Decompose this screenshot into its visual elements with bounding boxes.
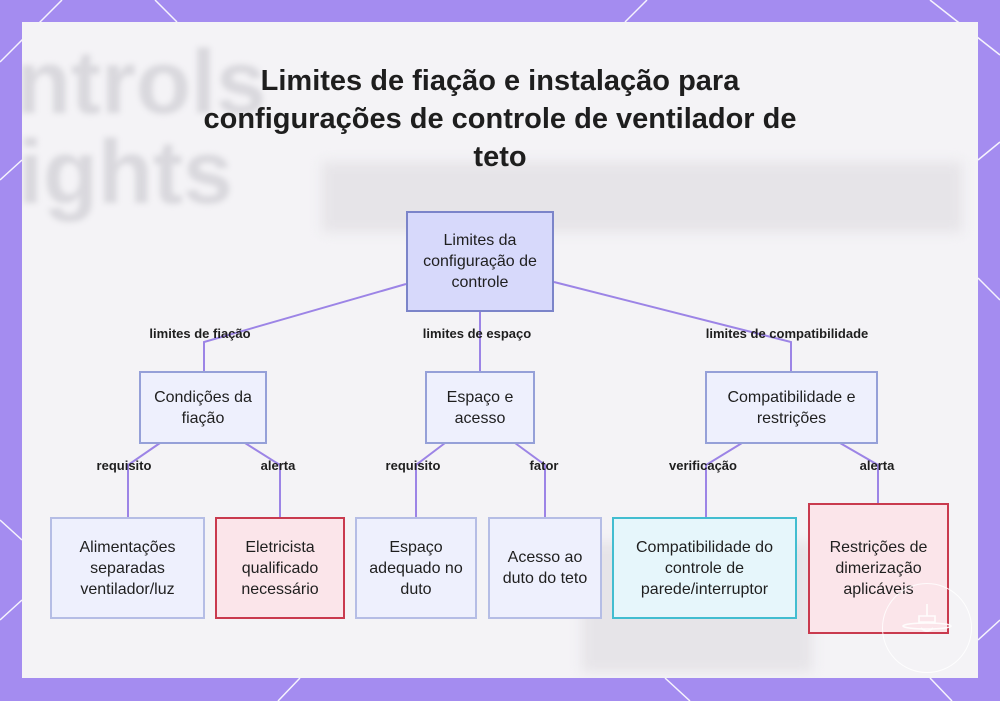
edge-label-wiring-limits: limites de fiação: [149, 326, 251, 341]
node-dimming-restrictions: Restrições de dimerização aplicáveis: [808, 503, 949, 634]
node-compatibility: Compatibilidade e restrições: [705, 371, 878, 444]
node-label: Compatibilidade e restrições: [727, 388, 856, 427]
background-decoration: ights: [22, 123, 233, 223]
edge-label-alert: alerta: [260, 458, 296, 473]
node-label: Compatibilidade do controle de parede/in…: [636, 538, 773, 598]
fan-logo-badge: [882, 583, 972, 673]
node-label: Alimentações separadas ventilador/luz: [79, 538, 176, 598]
node-label: Limites da configuração de controle: [423, 232, 537, 291]
node-qualified-electrician: Eletricista qualificado necessário: [215, 517, 345, 619]
node-separate-supplies: Alimentações separadas ventilador/luz: [50, 517, 205, 619]
edge-label-check: verificação: [669, 458, 737, 473]
node-label: Espaço e acesso: [446, 388, 514, 427]
node-space-access: Espaço e acesso: [425, 371, 535, 444]
edge-label-alert: alerta: [859, 458, 895, 473]
node-control-limits: Limites da configuração de controle: [406, 211, 554, 312]
edge-label-space-limits: limites de espaço: [422, 326, 532, 341]
ceiling-fan-icon: [902, 604, 952, 632]
node-label: Eletricista qualificado necessário: [241, 538, 319, 598]
node-wall-control-compat: Compatibilidade do controle de parede/in…: [612, 517, 797, 619]
node-label: Condições da fiação: [154, 388, 252, 427]
node-label: Acesso ao duto do teto: [502, 549, 588, 587]
node-label: Restrições de dimerização aplicáveis: [829, 539, 928, 598]
page-title: Limites de fiação e instalação para conf…: [203, 65, 797, 173]
background-decoration: ntrols: [22, 33, 267, 133]
edge-label-requirement: requisito: [96, 458, 152, 473]
edge-label-requirement: requisito: [385, 458, 441, 473]
node-duct-space: Espaço adequado no duto: [355, 517, 477, 619]
node-wiring-conditions: Condições da fiação: [139, 371, 267, 444]
node-duct-access: Acesso ao duto do teto: [488, 517, 602, 619]
edge-label-compat-limits: limites de compatibilidade: [705, 326, 869, 341]
edge-label-factor: fator: [529, 458, 559, 473]
node-label: Espaço adequado no duto: [369, 538, 463, 598]
